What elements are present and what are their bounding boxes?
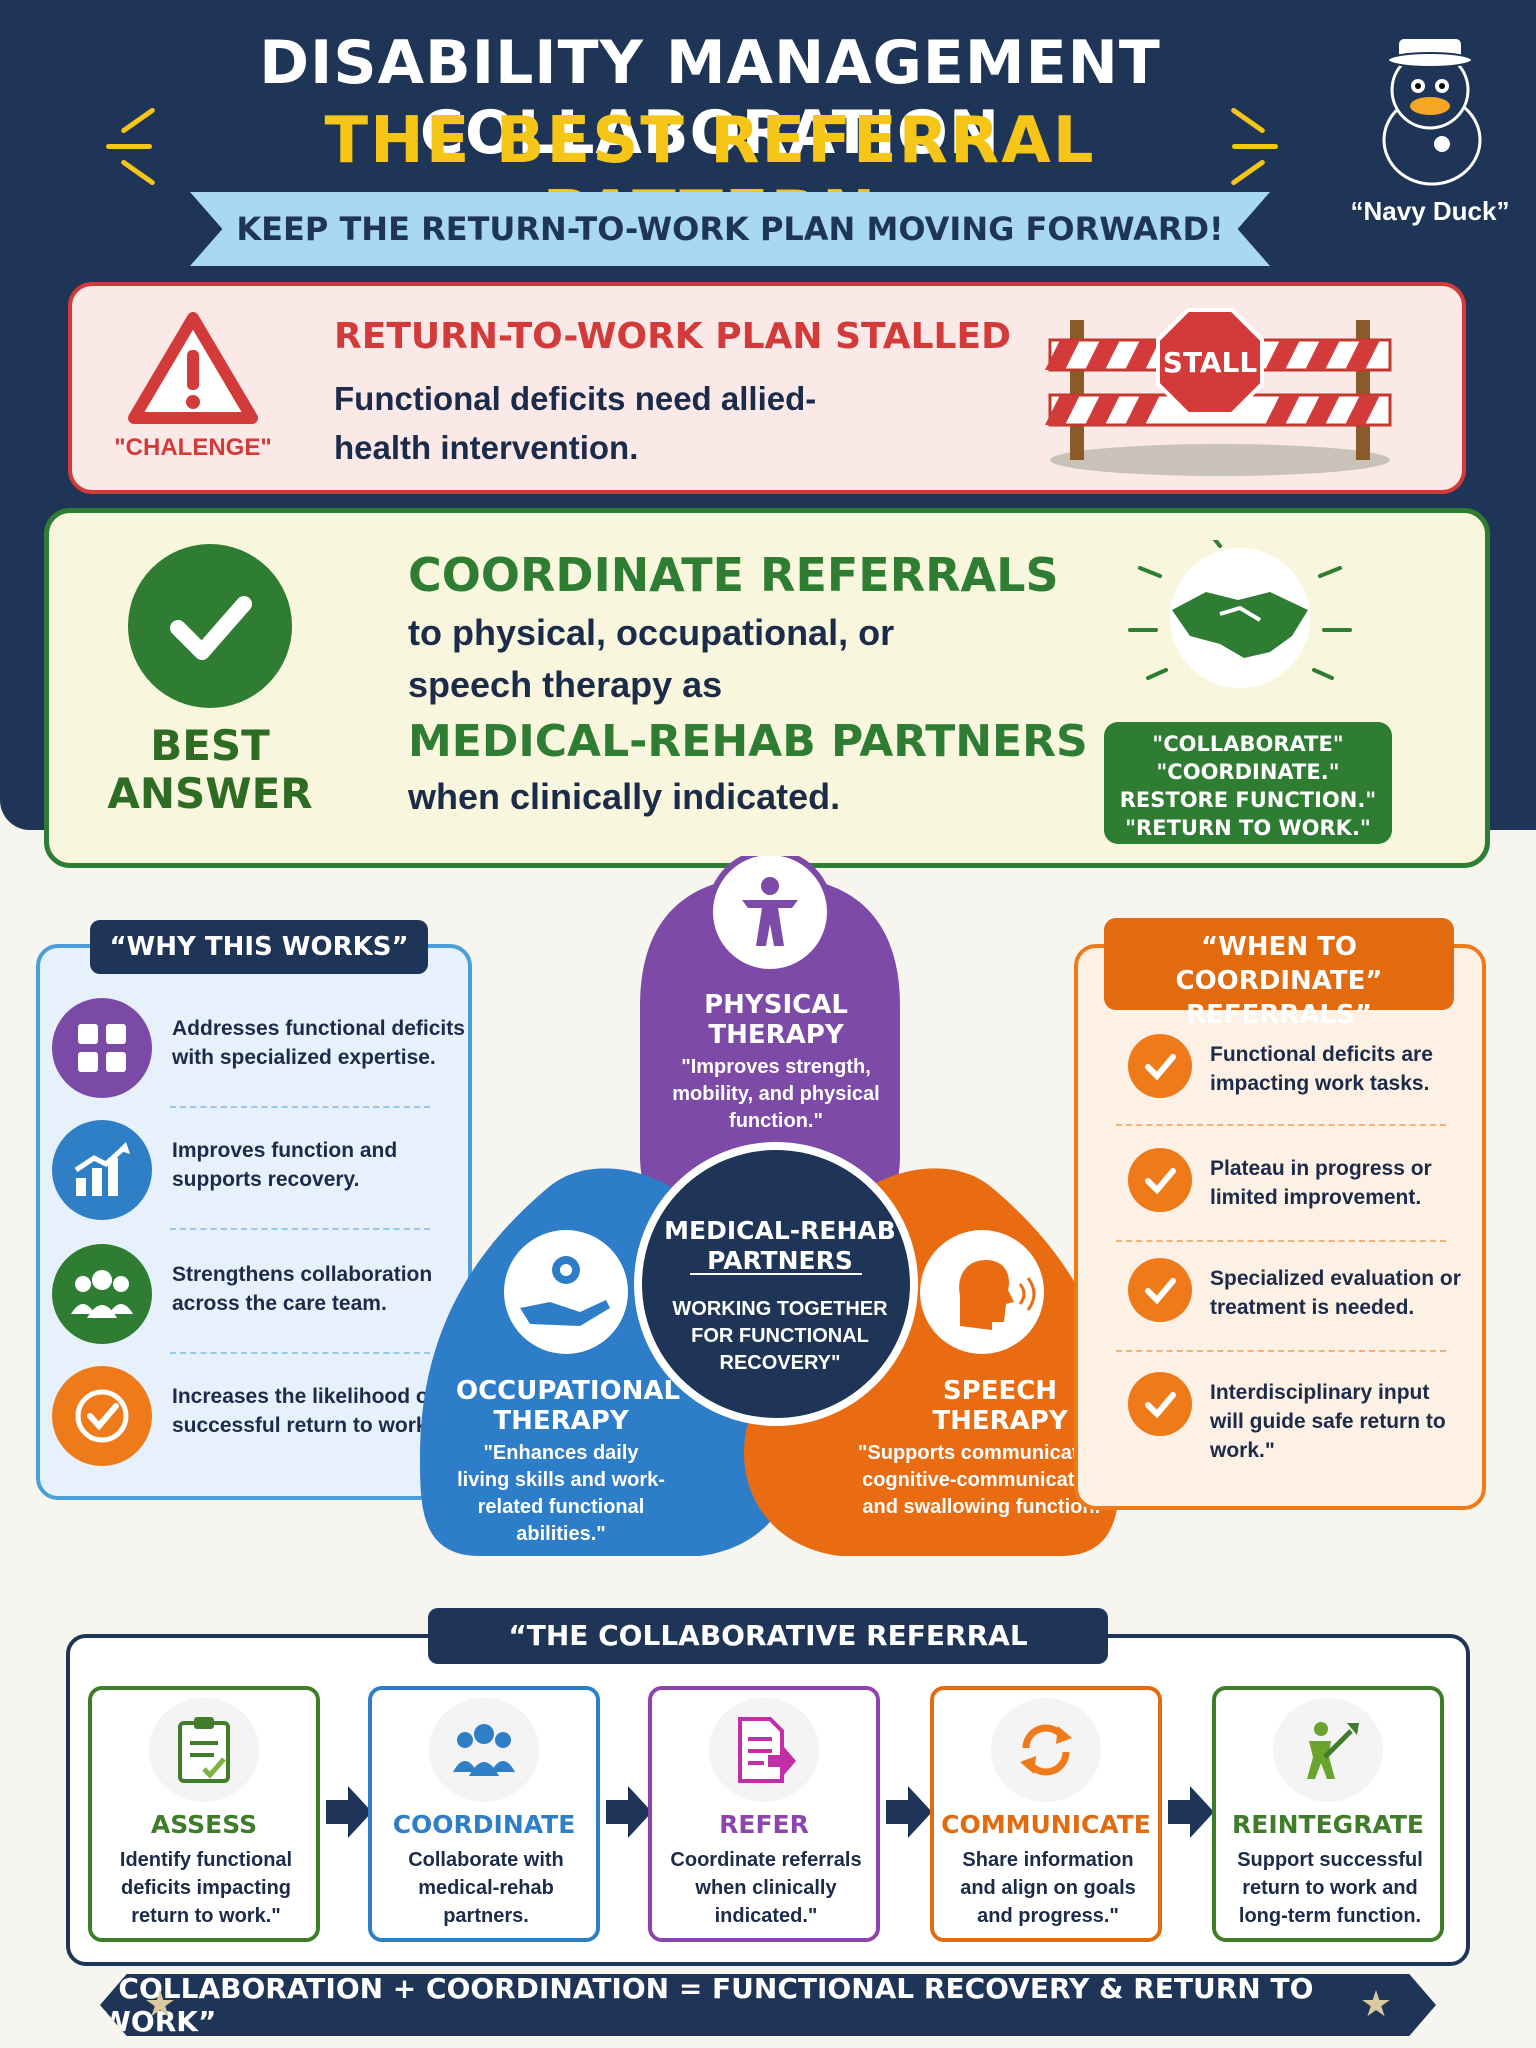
occupational-therapy-title: OCCUPATIONAL THERAPY — [456, 1376, 681, 1436]
center-hub — [634, 1142, 918, 1426]
mascot-label: “Navy Duck” — [1350, 196, 1510, 226]
arrow-right-icon — [326, 1786, 372, 1838]
best-line-3: when clinically indicated. — [408, 776, 841, 817]
challenge-label: "CHALENGE" — [114, 434, 272, 461]
check-icon — [1128, 1372, 1192, 1436]
arrow-right-icon — [606, 1786, 652, 1838]
check-badge-icon — [52, 1366, 152, 1466]
spark-decoration — [1232, 144, 1278, 149]
collab-line-2: "COORDINATE." — [1156, 760, 1340, 784]
check-icon — [1128, 1258, 1192, 1322]
team-icon — [429, 1698, 539, 1802]
navy-duck-icon — [1382, 37, 1482, 186]
check-icon — [1128, 1148, 1192, 1212]
why-item: Strengthens collaboration across the car… — [52, 1240, 452, 1348]
check-icon — [1128, 1034, 1192, 1098]
challenge-text: Functional deficits need allied-health i… — [334, 380, 817, 466]
speech-therapy-title: SPEECH THERAPY — [932, 1376, 1068, 1436]
why-item-text: Addresses functional deficits with speci… — [172, 1017, 465, 1069]
footer-text: “COLLABORATION + COORDINATION = FUNCTION… — [100, 1972, 1314, 2038]
step-text: Share information and align on goals and… — [960, 1849, 1136, 1927]
collab-line-1: "COLLABORATE" — [1152, 732, 1344, 756]
step-text: Support successful return to work and lo… — [1237, 1849, 1423, 1927]
divider — [170, 1352, 430, 1354]
medical-rehab-partners-title: MEDICAL-REHAB PARTNERS — [408, 716, 1088, 767]
footer-banner: “COLLABORATION + COORDINATION = FUNCTION… — [100, 1974, 1436, 2036]
warning-icon — [128, 312, 258, 424]
why-item-text: Improves function and supports recovery. — [172, 1139, 398, 1191]
why-item-text: Strengthens collaboration across the car… — [172, 1263, 433, 1315]
step-title: COORDINATE — [392, 1810, 576, 1839]
why-item: Increases the likelihood of successful r… — [52, 1362, 452, 1470]
center-title: MEDICAL-REHAB PARTNERS — [664, 1216, 896, 1275]
challenge-title: RETURN-TO-WORK PLAN STALLED — [334, 316, 1011, 357]
divider — [1116, 1350, 1446, 1352]
star-icon: ★ — [143, 1983, 177, 2024]
stall-sign-text: STALL — [1163, 346, 1258, 379]
success-person-icon — [1273, 1698, 1383, 1802]
growth-chart-icon — [52, 1120, 152, 1220]
physical-therapy-lobe — [640, 876, 900, 1236]
coordinate-referrals-title: COORDINATE REFERRALS — [408, 548, 1059, 602]
best-answer-label: BEST ANSWER — [100, 722, 320, 818]
gear-hand-icon — [504, 1230, 628, 1354]
page-title: DISABILITY MANAGEMENT COLLABORATION — [259, 28, 1161, 168]
best-line-2: speech therapy as — [408, 664, 723, 705]
when-item-text: Specialized evaluation or treatment is n… — [1210, 1267, 1461, 1319]
best-label-line1: BEST — [150, 721, 270, 770]
step-text: Collaborate with medical-rehab partners. — [408, 1849, 564, 1927]
arrow-right-icon — [886, 1786, 932, 1838]
team-icon — [52, 1244, 152, 1344]
handshake-icon — [1128, 540, 1352, 688]
stall-barrier-icon: STALL — [1045, 308, 1392, 476]
step-title: REINTEGRATE — [1232, 1810, 1424, 1839]
divider — [1116, 1240, 1446, 1242]
therapy-partners-diagram — [420, 856, 1120, 1556]
center-text: WORKING TOGETHER FOR FUNCTIONAL RECOVERY… — [672, 1298, 888, 1374]
spark-decoration — [106, 144, 152, 149]
step-coordinate: COORDINATE Collaborate with medical-reha… — [368, 1686, 600, 1942]
why-item: Addresses functional deficits with speci… — [52, 994, 465, 1102]
step-title: COMMUNICATE — [941, 1810, 1151, 1839]
check-icon — [128, 544, 292, 708]
divider — [170, 1106, 430, 1108]
best-line-1: to physical, occupational, or — [408, 612, 895, 653]
divider — [1116, 1124, 1446, 1126]
when-item-text: Functional deficits are impacting work t… — [1210, 1043, 1433, 1095]
sync-arrows-icon — [991, 1698, 1101, 1802]
why-this-works-heading: “WHY THIS WORKS” — [90, 920, 428, 974]
physical-therapy-text: "Improves strength, mobility, and physic… — [672, 1056, 880, 1132]
step-text: Identify functional deficits impacting r… — [119, 1849, 293, 1927]
why-item: Improves function and supports recovery. — [52, 1116, 452, 1224]
step-reintegrate: REINTEGRATE Support successful return to… — [1212, 1686, 1444, 1942]
step-text: Coordinate referrals when clinically ind… — [670, 1849, 862, 1927]
step-refer: REFER Coordinate referrals when clinical… — [648, 1686, 880, 1942]
when-item-text: Interdisciplinary input will guide safe … — [1210, 1381, 1446, 1462]
document-send-icon — [709, 1698, 819, 1802]
collab-line-3: RESTORE FUNCTION." — [1119, 788, 1377, 812]
speech-therapy-text: "Supports communication, cognitive-commu… — [857, 1442, 1115, 1518]
collaborate-callout: "COLLABORATE" "COORDINATE." RESTORE FUNC… — [1104, 722, 1392, 844]
physical-therapy-title: PHYSICAL THERAPY — [704, 990, 848, 1050]
best-label-line2: ANSWER — [107, 769, 313, 818]
puzzle-icon — [52, 998, 152, 1098]
step-assess: ASSESS Identify functional deficits impa… — [88, 1686, 320, 1942]
step-title: ASSESS — [150, 1810, 258, 1839]
divider — [170, 1228, 430, 1230]
collab-line-4: "RETURN TO WORK." — [1125, 816, 1371, 840]
clipboard-icon — [149, 1698, 259, 1802]
when-to-coordinate-heading: “WHEN TO COORDINATE” REFERRALS” — [1104, 918, 1454, 1030]
why-item-text: Increases the likelihood of successful r… — [172, 1385, 436, 1437]
occupational-therapy-text: "Enhances daily living skills and work-r… — [457, 1442, 665, 1545]
referral-process-heading: “THE COLLABORATIVE REFERRAL PROCESS” — [428, 1608, 1108, 1708]
banner: KEEP THE RETURN-TO-WORK PLAN MOVING FORW… — [190, 192, 1270, 266]
star-icon: ★ — [1359, 1983, 1393, 2024]
step-title: REFER — [719, 1810, 809, 1839]
arrow-right-icon — [1168, 1786, 1214, 1838]
when-item-text: Plateau in progress or limited improveme… — [1210, 1157, 1432, 1209]
banner-text: KEEP THE RETURN-TO-WORK PLAN MOVING FORW… — [236, 210, 1224, 248]
step-communicate: COMMUNICATE Share information and align … — [930, 1686, 1162, 1942]
